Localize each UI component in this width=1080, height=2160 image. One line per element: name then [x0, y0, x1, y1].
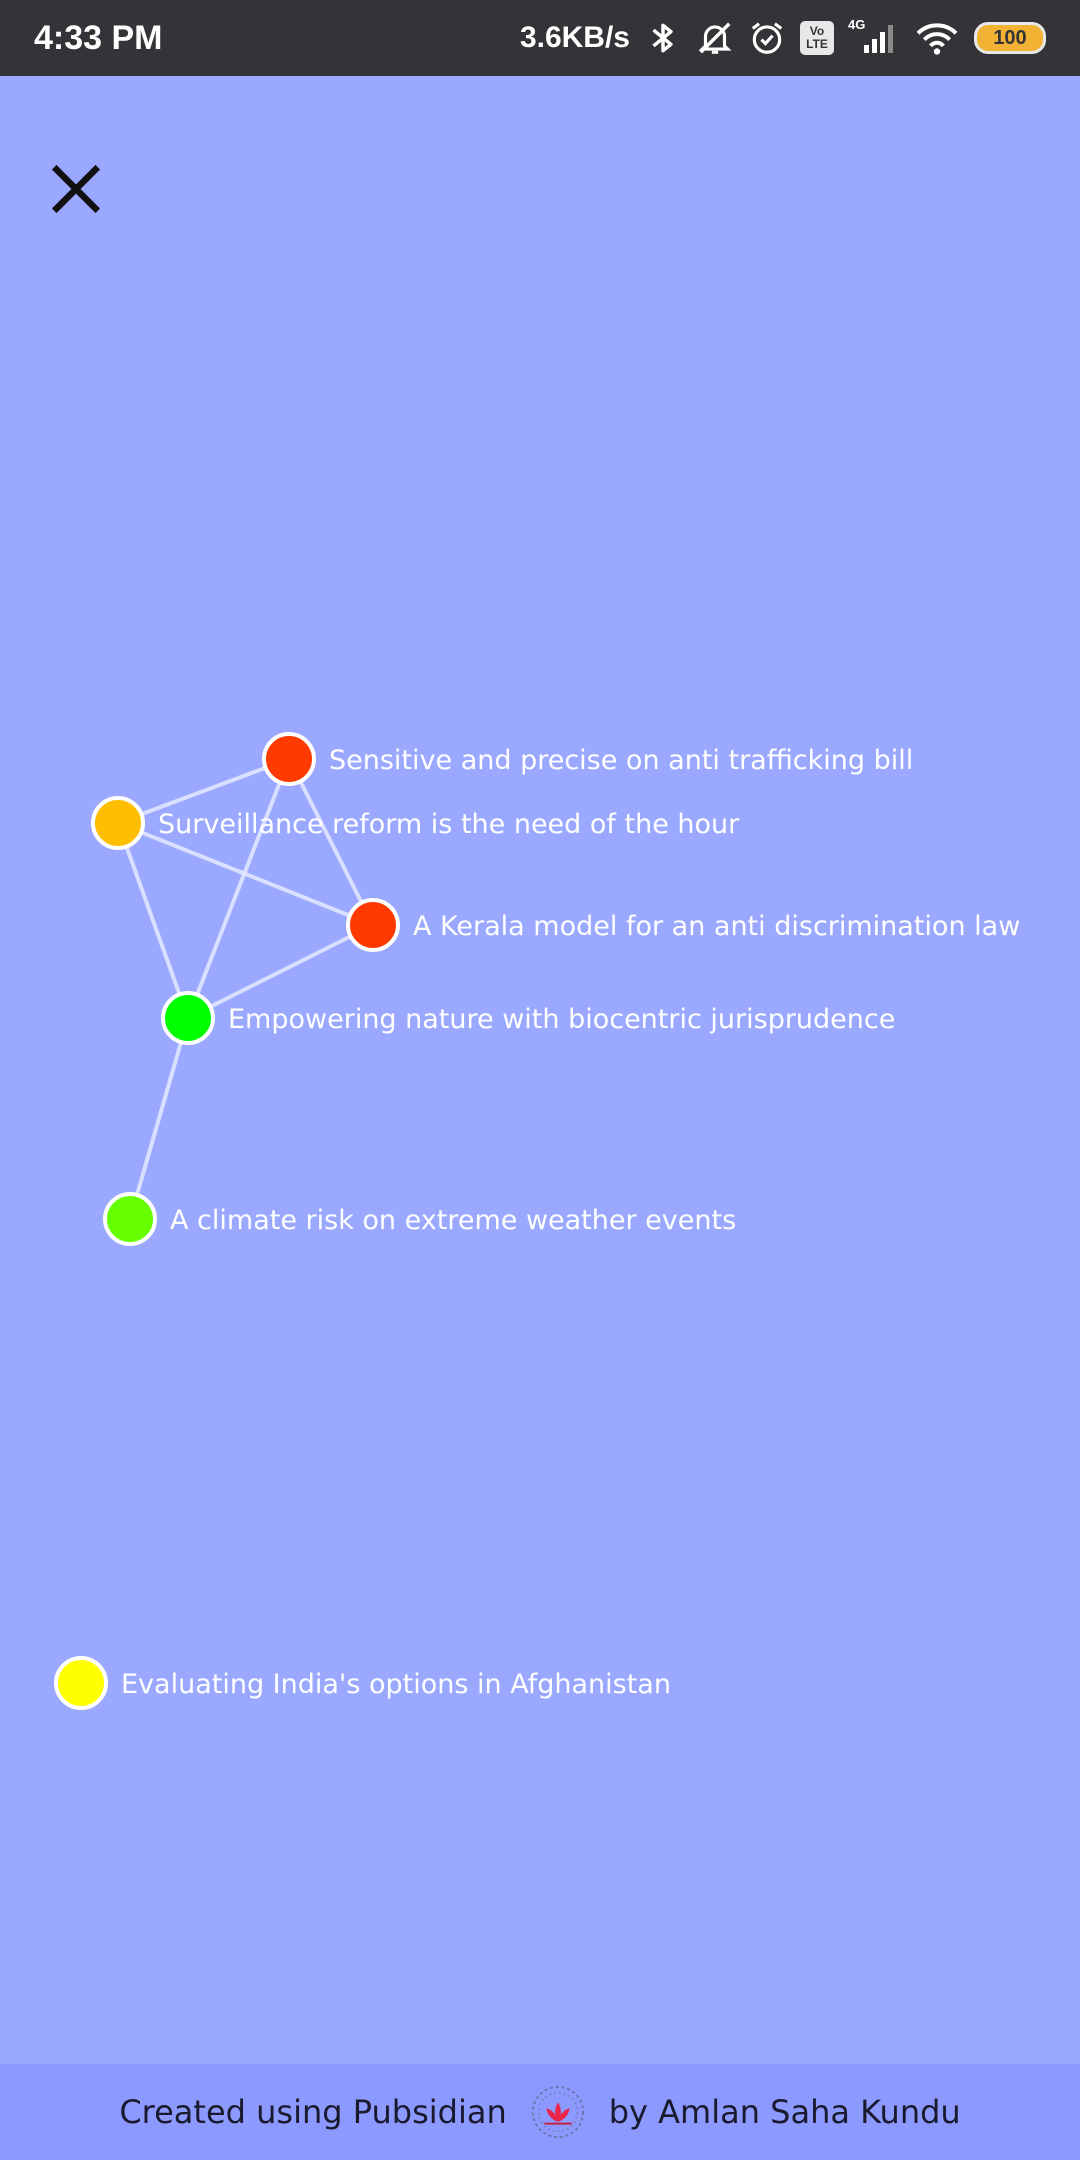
- graph-node[interactable]: A climate risk on extreme weather events: [103, 1192, 736, 1246]
- graph-node-label[interactable]: Evaluating India's options in Afghanista…: [121, 1669, 671, 1700]
- graph-edge: [117, 821, 374, 927]
- graph-edge: [128, 1017, 190, 1220]
- graph-node[interactable]: A Kerala model for an anti discriminatio…: [346, 898, 1020, 952]
- close-icon: [51, 164, 101, 214]
- created-using-text: Created using Pubsidian: [119, 2093, 507, 2131]
- author-text: by Amlan Saha Kundu: [608, 2093, 961, 2131]
- alarm-icon: [748, 19, 786, 57]
- close-button[interactable]: [50, 163, 102, 215]
- graph-node-label[interactable]: A climate risk on extreme weather events: [170, 1205, 736, 1236]
- graph-node-circle[interactable]: [262, 732, 316, 786]
- lotus-logo-icon: [529, 2083, 587, 2141]
- volte-top-label: Vo: [809, 24, 825, 38]
- graph-edges: [116, 757, 375, 1220]
- graph-edge: [117, 757, 290, 825]
- graph-node-label[interactable]: Surveillance reform is the need of the h…: [158, 809, 740, 840]
- bluetooth-icon: [644, 19, 682, 57]
- graph-nodes: Sensitive and precise on anti traffickin…: [54, 732, 1020, 1710]
- network-type-label: 4G: [848, 17, 866, 32]
- graph-node[interactable]: Evaluating India's options in Afghanista…: [54, 1656, 671, 1710]
- battery-icon: 100: [974, 22, 1046, 54]
- graph-edge: [186, 758, 291, 1019]
- graph-edge: [187, 923, 374, 1020]
- graph-edge: [287, 758, 375, 926]
- graph-node-label[interactable]: Empowering nature with biocentric jurisp…: [228, 1004, 895, 1035]
- signal-icon: 4G: [848, 17, 900, 57]
- net-speed: 3.6KB/s: [519, 21, 630, 54]
- wifi-icon: [914, 19, 960, 57]
- graph-node-label[interactable]: A Kerala model for an anti discriminatio…: [413, 911, 1020, 942]
- graph-node-circle[interactable]: [54, 1656, 108, 1710]
- graph-node-circle[interactable]: [161, 991, 215, 1045]
- graph-edge: [116, 822, 190, 1019]
- volte-bottom-label: LTE: [806, 37, 828, 51]
- graph-node[interactable]: Surveillance reform is the need of the h…: [91, 796, 740, 850]
- graph-node-circle[interactable]: [91, 796, 145, 850]
- graph-node-circle[interactable]: [103, 1192, 157, 1246]
- graph-node-label[interactable]: Sensitive and precise on anti traffickin…: [329, 745, 913, 776]
- volte-icon: Vo LTE: [800, 21, 834, 55]
- graph-node[interactable]: Empowering nature with biocentric jurisp…: [161, 991, 895, 1045]
- graph-node-circle[interactable]: [346, 898, 400, 952]
- status-bar: 4:33 PM 3.6KB/s Vo LTE 4G 100: [0, 0, 1080, 76]
- mute-icon: [696, 19, 734, 57]
- graph-node[interactable]: Sensitive and precise on anti traffickin…: [262, 732, 913, 786]
- footer: Created using Pubsidian by Amlan Saha Ku…: [0, 2064, 1080, 2160]
- status-icons: 3.6KB/s Vo LTE 4G 100: [519, 17, 1046, 57]
- status-time: 4:33 PM: [34, 18, 163, 57]
